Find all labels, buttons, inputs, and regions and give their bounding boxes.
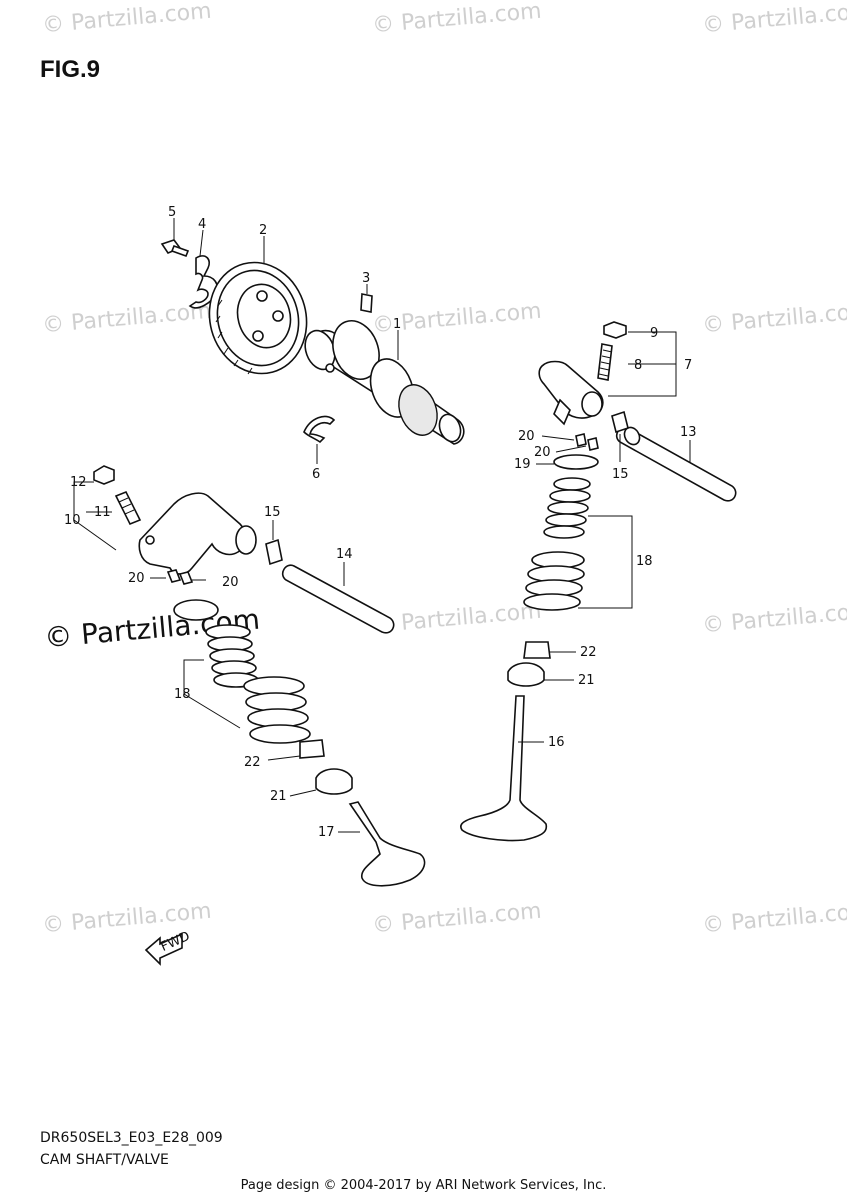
- callout-20-left-b: 20: [222, 575, 239, 590]
- callout-18-right: 18: [636, 554, 653, 569]
- part-5-bolt[interactable]: [160, 239, 190, 258]
- callout-20-right-b: 20: [534, 445, 551, 460]
- part-7-rocker-arm[interactable]: [538, 360, 604, 426]
- model-code: DR650SEL3_E03_E28_009: [40, 1130, 223, 1146]
- callout-5: 5: [168, 205, 176, 220]
- part-18-valve-spring-right[interactable]: [523, 477, 591, 611]
- callout-14: 14: [336, 547, 353, 562]
- part-2-cam-sprocket[interactable]: [197, 251, 319, 384]
- callout-13: 13: [680, 425, 697, 440]
- part-21-seat-right[interactable]: [507, 662, 545, 687]
- part-4-clip[interactable]: [188, 255, 219, 309]
- part-6-circlip[interactable]: [303, 415, 336, 444]
- section-name: CAM SHAFT/VALVE: [40, 1152, 169, 1168]
- part-20-cotter-right-b[interactable]: [587, 437, 599, 451]
- leader-20-right-a: [541, 435, 575, 441]
- figure-title: FIG.9: [40, 56, 101, 83]
- leader-18-left: [183, 659, 241, 729]
- leader-22-left: [267, 755, 301, 761]
- fwd-arrow-icon: FWD: [144, 929, 192, 966]
- callout-19: 19: [514, 457, 531, 472]
- part-20-cotter-right-a[interactable]: [575, 433, 587, 447]
- callout-21-right: 21: [578, 673, 595, 688]
- part-9-lock-nut[interactable]: [603, 321, 627, 339]
- part-18-valve-spring-left[interactable]: [205, 624, 311, 744]
- part-3-pin[interactable]: [360, 293, 373, 313]
- part-19-retainer[interactable]: [553, 454, 599, 470]
- part-1-camshaft[interactable]: [300, 314, 465, 445]
- callout-15-right: 15: [612, 467, 629, 482]
- callout-18-left: 18: [174, 687, 191, 702]
- part-21-seat-left[interactable]: [315, 768, 353, 795]
- part-20-cotter-left-a[interactable]: [166, 569, 182, 583]
- leader-4: [199, 229, 204, 257]
- part-8-adjust-screw[interactable]: [597, 343, 613, 381]
- callout-12: 12: [70, 475, 87, 490]
- leader-21-left: [289, 789, 317, 797]
- part-13-rocker-shaft[interactable]: [615, 425, 737, 502]
- callout-3: 3: [362, 271, 370, 286]
- callout-2: 2: [259, 223, 267, 238]
- leader-9-8-7: [608, 331, 677, 397]
- callout-17: 17: [318, 825, 335, 840]
- leader-18-right: [578, 515, 633, 609]
- callout-6: 6: [312, 467, 320, 482]
- callout-11: 11: [94, 505, 111, 520]
- leader-20-right-b: [555, 445, 587, 453]
- part-16-valve-right[interactable]: [460, 695, 548, 842]
- part-15-o-ring-left[interactable]: [265, 538, 283, 566]
- leader-12-11-10: [73, 481, 117, 551]
- part-19-retainer-left[interactable]: [173, 599, 219, 621]
- part-11-adjust-screw[interactable]: [114, 490, 142, 526]
- callout-20-left-a: 20: [128, 571, 145, 586]
- callout-15-left: 15: [264, 505, 281, 520]
- part-12-lock-nut[interactable]: [93, 465, 115, 485]
- callout-22-right: 22: [580, 645, 597, 660]
- part-22-oil-seal-left[interactable]: [299, 739, 325, 759]
- part-15-o-ring-right[interactable]: [611, 410, 629, 434]
- part-14-rocker-shaft[interactable]: [281, 564, 395, 634]
- callout-20-right-a: 20: [518, 429, 535, 444]
- part-20-cotter-left-b[interactable]: [178, 571, 194, 585]
- page-footer: Page design © 2004-2017 by ARI Network S…: [240, 1178, 607, 1193]
- part-22-oil-seal-right[interactable]: [523, 641, 551, 659]
- callout-1: 1: [393, 317, 401, 332]
- callout-21-left: 21: [270, 789, 287, 804]
- callout-4: 4: [198, 217, 206, 232]
- callout-8: 8: [634, 358, 642, 373]
- callout-9: 9: [650, 326, 658, 341]
- callout-16: 16: [548, 735, 565, 750]
- callout-10: 10: [64, 513, 81, 528]
- callout-7: 7: [684, 358, 692, 373]
- part-10-rocker-arm[interactable]: [138, 492, 257, 575]
- callout-22-left: 22: [244, 755, 261, 770]
- part-17-valve-left[interactable]: [348, 801, 426, 887]
